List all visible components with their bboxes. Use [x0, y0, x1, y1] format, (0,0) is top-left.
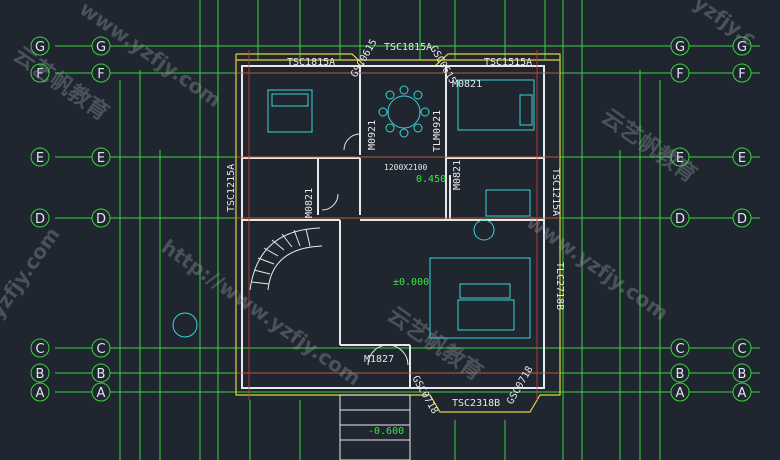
- grid-letter: F: [97, 67, 104, 82]
- grid-letter: D: [96, 212, 106, 227]
- grid-letters: G F E D C B A G F E D C B A G F E D C B …: [35, 40, 747, 401]
- grid-letter: D: [675, 212, 685, 227]
- grid-letter: E: [97, 151, 105, 166]
- window-label: TSC1815A: [384, 42, 432, 53]
- window-label: TSC1215A: [226, 164, 237, 212]
- walls: [241, 65, 545, 389]
- grid-letter: F: [36, 67, 43, 82]
- grid-letter: A: [97, 386, 106, 401]
- opening-label: 1200X2100: [384, 163, 428, 172]
- grid-letter: F: [676, 67, 683, 82]
- watermarks: 云艺帆教育 云艺帆教育 http://www.yzfjy.com www.yzf…: [0, 0, 761, 390]
- grid-letter: C: [737, 342, 746, 357]
- watermark-text: http://www.yzfjy.com: [157, 234, 365, 390]
- doors: [321, 133, 409, 366]
- furniture: [172, 79, 535, 339]
- window-label: TSC1215A: [550, 168, 561, 216]
- grid-circles: [30, 36, 752, 402]
- grid-letter: B: [676, 367, 685, 382]
- grid-letter: A: [738, 386, 747, 401]
- window-label: TSC1815A: [287, 57, 335, 68]
- window-label: TSC1515A: [484, 57, 532, 68]
- window-label: GSC0718: [505, 364, 536, 406]
- door-label: M0821: [452, 160, 463, 190]
- grid-letter: D: [737, 212, 747, 227]
- grid-letter: G: [675, 40, 685, 55]
- grid-letter: E: [36, 151, 44, 166]
- watermark-text: yzfjy.c: [689, 0, 761, 51]
- staircase: [249, 227, 323, 291]
- grid-letter: F: [738, 67, 745, 82]
- annotation-labels: TSC1815A TSC1815A TSC1515A GSC0615 GSC06…: [226, 37, 565, 437]
- grid-letter: D: [35, 212, 45, 227]
- grid-letter: E: [676, 151, 684, 166]
- watermark-text: 云艺帆教育: [597, 104, 702, 188]
- window-label: TSC2318B: [452, 398, 500, 409]
- grid-letter: C: [96, 342, 105, 357]
- grid-letter: E: [738, 151, 746, 166]
- grid-letter: A: [36, 386, 45, 401]
- entry-steps: [339, 394, 411, 460]
- door-label: M0821: [452, 79, 482, 90]
- grid-letter: G: [737, 40, 747, 55]
- watermark-text: yzfjy.com: [0, 223, 65, 323]
- elevation-label: -0.600: [368, 426, 404, 437]
- grid-letter: G: [35, 40, 45, 55]
- axis-lines: [236, 50, 560, 400]
- grid-letter: A: [676, 386, 685, 401]
- grid-letter: C: [35, 342, 44, 357]
- grid-letter: B: [36, 367, 45, 382]
- grid-letter: C: [675, 342, 684, 357]
- window-label: TLC2718B: [554, 262, 565, 310]
- grid-letter: B: [738, 367, 747, 382]
- door-label: M1827: [364, 354, 394, 365]
- grid-letter: B: [97, 367, 106, 382]
- door-label: TLM0921: [432, 110, 443, 152]
- elevation-label: ±0.000: [393, 277, 429, 288]
- elevation-label: 0.450: [416, 174, 446, 185]
- grid-letter: G: [96, 40, 106, 55]
- door-label: M0821: [304, 188, 315, 218]
- building-outline: [235, 53, 561, 413]
- door-label: M0921: [367, 120, 378, 150]
